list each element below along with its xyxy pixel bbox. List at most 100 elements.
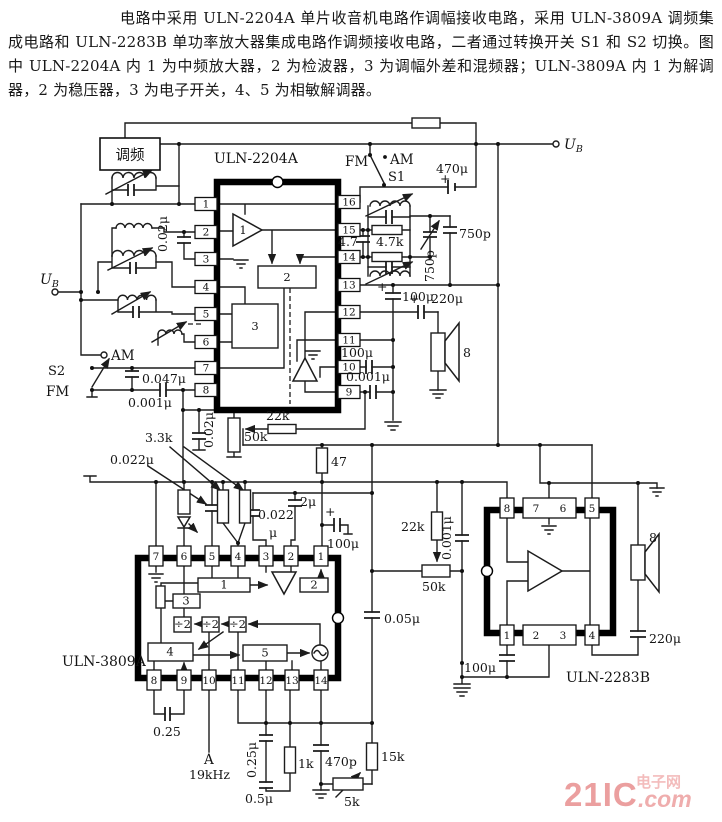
pin-number: 8 — [203, 385, 210, 397]
pin-number: 10 — [202, 675, 215, 687]
cap-value: 0.25 — [153, 724, 181, 739]
block-label: 2 — [283, 270, 290, 284]
pin-number: 14 — [342, 252, 356, 264]
fm-tuner-box: 调频 — [99, 137, 161, 171]
speaker-fm — [630, 531, 660, 595]
cap-value: 220μ — [431, 291, 463, 306]
cap-value: 0.047μ — [142, 371, 186, 386]
block-label: 3 — [182, 594, 189, 608]
mute-triangle — [270, 571, 298, 596]
ic-uln2283b — [480, 506, 617, 637]
pin-number: 7 — [153, 551, 160, 563]
terminal-a-label: A — [203, 752, 214, 768]
fm-tuner-label: 调频 — [116, 147, 145, 164]
cap-value: 750p — [422, 250, 437, 282]
pin-number: 13 — [342, 280, 355, 292]
polarity-plus: + — [377, 279, 387, 294]
audio-amp-triangle — [291, 356, 319, 382]
ic-uln2204a-pins: 1 2 3 4 5 6 7 8 16 15 14 13 12 11 10 9 — [194, 194, 361, 400]
ground-symbols — [148, 259, 665, 799]
pin-number: 11 — [342, 335, 355, 347]
coil-symbols — [111, 171, 411, 335]
diode-symbol — [176, 516, 192, 529]
watermark: 21IC .com 电子网 — [564, 769, 714, 814]
res-value: 50k — [244, 429, 268, 444]
res-value: 4.7k — [376, 234, 404, 249]
pin-number: 1 — [318, 551, 325, 563]
cap-value: 0.022 — [258, 507, 294, 522]
watermark-domain: .com — [638, 786, 692, 812]
ub-terminal-left — [51, 288, 59, 296]
block-label: 3 — [251, 319, 258, 333]
divider-label: ÷2 — [229, 617, 246, 631]
s1-fm-label: FM — [345, 154, 368, 170]
ic-title-uln2283b: ULN-2283B — [566, 670, 650, 686]
am-terminal-label: AM — [110, 348, 135, 364]
cap-value: 0.02μ — [155, 216, 170, 252]
ic-title-uln2204a: ULN-2204A — [214, 151, 299, 167]
res-value: 5k — [344, 794, 360, 809]
res-value: 3.3k — [145, 430, 173, 445]
pin-number: 14 — [314, 675, 328, 687]
if-amp-triangle — [232, 212, 264, 248]
ic-uln2283b-pins: 8 7 6 5 1 2 3 4 — [499, 497, 600, 646]
pin-number: 7 — [203, 363, 210, 375]
pin-number: 3 — [203, 254, 210, 266]
cap-value: 0.05μ — [384, 611, 420, 626]
pin-number: 16 — [342, 197, 356, 209]
cap-value: 2μ — [300, 494, 316, 509]
pin-number: 9 — [181, 675, 188, 687]
terminals — [51, 140, 560, 359]
cap-value: 100μ — [327, 536, 359, 551]
cap-value: 0.02μ — [201, 412, 216, 448]
polarity-plus: + — [325, 504, 335, 519]
capacitor-symbols — [125, 180, 646, 789]
res-value: 1k — [298, 756, 314, 771]
speaker-impedance: 8 — [649, 530, 657, 545]
pin-number: 8 — [504, 503, 511, 515]
cap-value-unit: μ — [269, 525, 277, 540]
pin-number: 9 — [346, 387, 353, 399]
pin-number: 2 — [288, 551, 295, 563]
cap-value: 0.25μ — [244, 742, 259, 778]
power-amp-triangle — [527, 549, 564, 593]
cap-value: 100μ — [341, 345, 373, 360]
cap-value: 100μ — [402, 289, 434, 304]
block-label: 1 — [220, 578, 227, 592]
cap-value: 0.022μ — [110, 452, 154, 467]
divider-label: ÷2 — [174, 617, 191, 631]
ic-notch — [480, 564, 494, 578]
cap-value: 0.001μ — [128, 395, 172, 410]
cap-value: 470p — [325, 754, 357, 769]
res-value: 22k — [401, 519, 425, 534]
pin-number: 1 — [504, 630, 511, 642]
pin-number: 4 — [203, 282, 210, 294]
res-value: 50k — [422, 579, 446, 594]
ub-terminal-right — [552, 140, 560, 148]
ub-label-right: UB — [564, 137, 583, 155]
pin-number: 5 — [209, 551, 216, 563]
pin-number: 3 — [560, 630, 567, 642]
polarity-plus: + — [440, 171, 450, 186]
s1-label: S1 — [388, 170, 405, 185]
pin-number: 2 — [533, 630, 540, 642]
wires — [57, 122, 658, 792]
block-label: 2 — [310, 578, 317, 592]
s1-am-label: AM — [389, 152, 414, 168]
divider-label: ÷2 — [202, 617, 219, 631]
block-label: 5 — [261, 646, 268, 660]
junction-dots — [79, 142, 640, 786]
ic-uln3809a: 1 2 3 ÷2 ÷2 ÷2 4 5 — [134, 554, 345, 682]
pin-number: 6 — [181, 551, 188, 563]
watermark-site-name: 电子网 — [636, 774, 682, 791]
pin-number: 11 — [231, 675, 244, 687]
pin-number: 4 — [235, 551, 242, 563]
cap-value: 0.001μ — [346, 369, 390, 384]
ic-title-uln3809a: ULN-3809A — [62, 654, 147, 670]
pin-number: 4 — [589, 630, 596, 642]
pin-number: 6 — [203, 337, 210, 349]
ic-uln3809a-pins: 7 6 5 4 3 2 1 8 9 10 11 12 13 14 — [146, 545, 329, 691]
ub-label-left: UB — [40, 272, 59, 290]
terminal-a-freq: 19kHz — [189, 767, 230, 782]
